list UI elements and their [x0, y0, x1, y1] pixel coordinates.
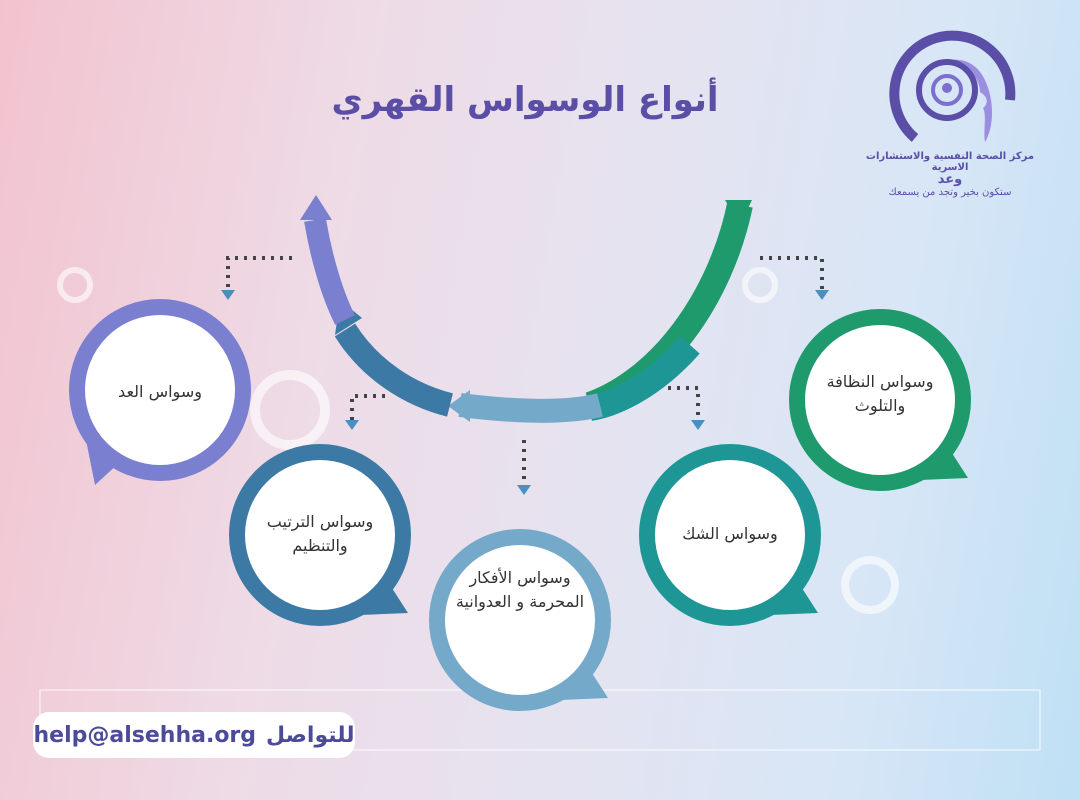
type-label-counting: وسواس العد [118, 382, 202, 401]
type-circle [69, 299, 251, 481]
decor-ring [57, 267, 93, 303]
dotted-connectors [226, 256, 824, 485]
logo: مركز الصحة النفسية والاستشارات الاسرية و… [850, 30, 1050, 198]
speech-tail [770, 585, 818, 615]
type-circle [639, 444, 821, 626]
head-spiral-logo-icon [889, 30, 1016, 142]
logo-brand: وعد [937, 172, 963, 187]
page-title: أنواع الوسواس القهري [331, 80, 719, 120]
arrowhead [448, 390, 470, 422]
decor-ring [250, 370, 330, 450]
contact-label: للتواصل [266, 722, 355, 748]
speech-tail [560, 670, 608, 700]
connector-arrowheads [221, 290, 829, 495]
arrow-segment-blue [334, 323, 454, 417]
arrowhead [300, 195, 332, 220]
type-label-forbidden-thoughts: وسواس الأفكار المحرمة و العدوانية [455, 568, 585, 611]
speech-tail [360, 585, 408, 615]
arrow-segment-teal [587, 336, 700, 421]
decor-ring [742, 267, 778, 303]
type-label-cleanliness: وسواس النظافة والتلوث [826, 372, 934, 415]
speech-tail [920, 450, 968, 480]
decor-ring [841, 556, 899, 614]
contact-email[interactable]: help@alsehha.org [33, 722, 257, 748]
type-label-ordering: وسواس الترتيب والتنظيم [266, 512, 374, 555]
speech-tail [85, 435, 120, 485]
logo-name: مركز الصحة النفسية والاستشارات الاسرية [865, 151, 1035, 173]
contact-badge: help@alsehha.org للتواصل [33, 712, 355, 758]
type-circle [789, 309, 971, 491]
type-circle [229, 444, 411, 626]
logo-tagline: ستكون بخير وتجد من يسمعك [888, 187, 1012, 198]
type-label-doubt: وسواس الشك [682, 524, 778, 543]
arrow-segment-purple [304, 218, 355, 325]
arrowhead [725, 200, 752, 225]
type-circle [429, 529, 611, 711]
arrow-segment-light [458, 393, 603, 423]
